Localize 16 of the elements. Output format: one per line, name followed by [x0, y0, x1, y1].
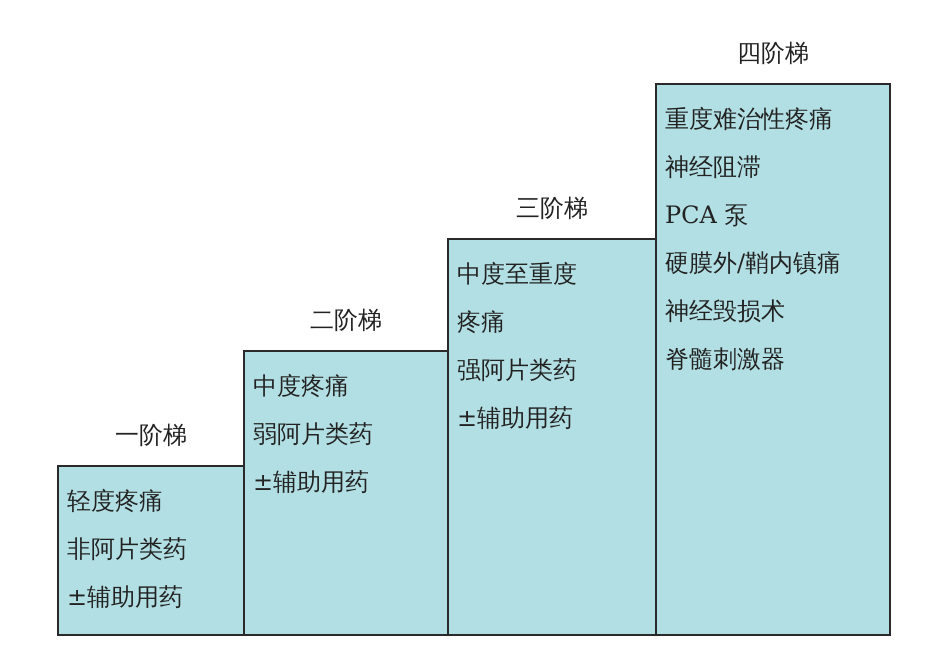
step-text: 脊髓刺激器 — [665, 344, 786, 375]
step-text: 弱阿片类药±辅助用药 — [253, 419, 374, 498]
step-text: 非阿片类药±辅助用药 — [67, 534, 188, 613]
step-text: 中度至重度疼痛 — [457, 259, 578, 338]
step-text: 神经毁损术 — [665, 296, 786, 327]
step-heading: 二阶梯 — [309, 305, 383, 336]
step-text: 神经阻滞 — [665, 152, 762, 183]
step-heading: 三阶梯 — [515, 193, 589, 224]
step-heading: 一阶梯 — [114, 420, 188, 451]
step-text: 轻度疼痛 — [67, 486, 164, 517]
step-text: 强阿片类药±辅助用药 — [457, 355, 578, 434]
step-text: 中度疼痛 — [253, 371, 350, 402]
step-text: PCA 泵 — [665, 200, 750, 231]
step-text: 硬膜外/鞘内镇痛 — [665, 248, 842, 279]
step-heading: 四阶梯 — [736, 38, 810, 69]
step-text: 重度难治性疼痛 — [665, 104, 834, 135]
